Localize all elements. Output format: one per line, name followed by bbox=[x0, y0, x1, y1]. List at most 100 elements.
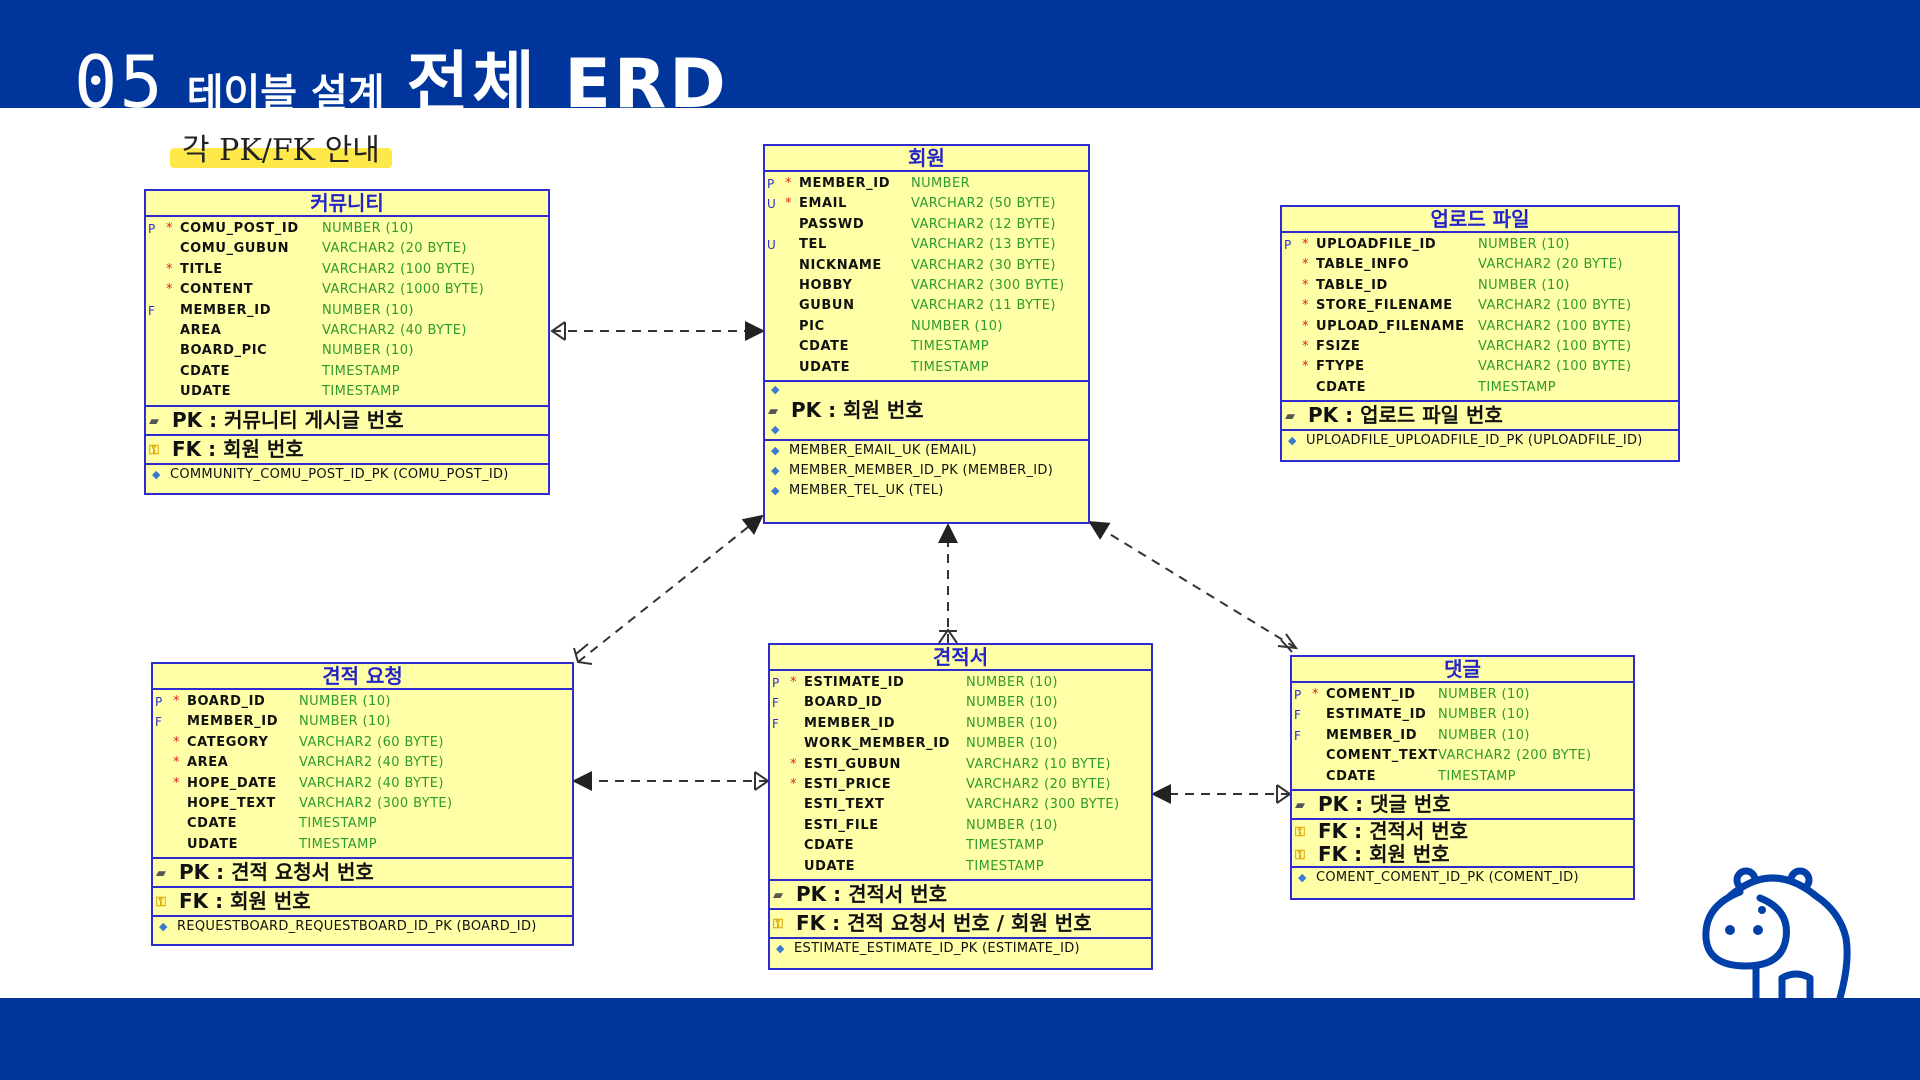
section-subtitle: 테이블 설계 bbox=[186, 71, 385, 117]
column-type: VARCHAR2 (100 BYTE) bbox=[1478, 298, 1632, 314]
column-name: CDATE bbox=[187, 816, 238, 832]
index-row: ◆UPLOADFILE_UPLOADFILE_ID_PK (UPLOADFILE… bbox=[1282, 431, 1678, 451]
column-type: NUMBER (10) bbox=[322, 221, 414, 236]
column-flag: U bbox=[767, 197, 776, 212]
column-type: VARCHAR2 (12 BYTE) bbox=[911, 216, 1056, 232]
diamond-icon: ◆ bbox=[771, 463, 780, 477]
column-type: VARCHAR2 (1000 BYTE) bbox=[322, 282, 485, 298]
crow-feet bbox=[550, 321, 1299, 804]
column-name: TEL bbox=[799, 237, 827, 253]
column-name: MEMBER_ID bbox=[180, 302, 272, 318]
pk-label: ▰PK : 업로드 파일 번호 bbox=[1282, 402, 1678, 429]
column-type: VARCHAR2 (200 BYTE) bbox=[1438, 748, 1592, 764]
column-name: AREA bbox=[180, 322, 222, 338]
column-name: MEMBER_ID bbox=[1326, 727, 1418, 743]
diamond-icon: ◆ bbox=[771, 422, 780, 436]
column-name: COMENT_TEXT bbox=[1326, 748, 1438, 764]
column-type: NUMBER (10) bbox=[966, 675, 1058, 690]
column-type: VARCHAR2 (10 BYTE) bbox=[966, 756, 1111, 772]
column-name: FSIZE bbox=[1316, 338, 1361, 354]
column-type: NUMBER (10) bbox=[322, 343, 414, 359]
foreign-key-icon: ⚿ bbox=[156, 895, 166, 911]
column-name: TABLE_ID bbox=[1316, 277, 1388, 293]
column-name: MEMBER_ID bbox=[187, 714, 279, 730]
fk-label: ⚿FK : 회원 번호 bbox=[146, 436, 548, 463]
fk-label: ⚿FK : 회원 번호 bbox=[1295, 841, 1450, 866]
pk-label: ▰PK : 커뮤니티 게시글 번호 bbox=[146, 407, 548, 434]
column-flag: P bbox=[148, 222, 156, 236]
column-flag: F bbox=[155, 715, 162, 730]
index-row: ◆ESTIMATE_ESTIMATE_ID_PK (ESTIMATE_ID) bbox=[770, 939, 1151, 959]
column-type: VARCHAR2 (40 BYTE) bbox=[299, 755, 444, 771]
column-type: TIMESTAMP bbox=[911, 359, 989, 375]
column-flag: F bbox=[1294, 728, 1301, 743]
column-name: EMAIL bbox=[799, 196, 847, 212]
column-type: VARCHAR2 (50 BYTE) bbox=[911, 196, 1056, 212]
column-name: BOARD_ID bbox=[187, 694, 266, 709]
column-name: ESTI_GUBUN bbox=[804, 756, 902, 772]
column-name: PIC bbox=[799, 318, 825, 334]
diamond-icon: ◆ bbox=[771, 483, 780, 497]
column-type: TIMESTAMP bbox=[966, 838, 1044, 854]
column-type: NUMBER bbox=[911, 176, 971, 191]
diamond-icon: ◆ bbox=[1298, 870, 1307, 884]
column-type: TIMESTAMP bbox=[1438, 768, 1516, 784]
column-name: COMU_GUBUN bbox=[180, 241, 290, 257]
column-type: VARCHAR2 (20 BYTE) bbox=[966, 776, 1111, 792]
column-name: UDATE bbox=[804, 858, 856, 874]
index-row: ◆COMENT_COMENT_ID_PK (COMENT_ID) bbox=[1292, 868, 1633, 888]
column-name: TITLE bbox=[180, 261, 223, 277]
column-name: PASSWD bbox=[799, 216, 865, 232]
column-flag: P bbox=[772, 676, 780, 690]
column-name: CDATE bbox=[804, 838, 855, 854]
column-type: VARCHAR2 (300 BYTE) bbox=[911, 277, 1065, 293]
column-type: NUMBER (10) bbox=[1438, 727, 1530, 743]
column-type: VARCHAR2 (20 BYTE) bbox=[322, 241, 467, 257]
column-type: NUMBER (10) bbox=[322, 302, 414, 318]
column-type: NUMBER (10) bbox=[1478, 277, 1570, 293]
pk-fk-note: 각 PK/FK 안내 bbox=[170, 134, 392, 168]
index-row: ◆REQUESTBOARD_REQUESTBOARD_ID_PK (BOARD_… bbox=[153, 917, 572, 937]
fk-label: ⚿FK : 회원 번호 bbox=[153, 888, 572, 915]
column-flag: P bbox=[1284, 238, 1292, 252]
required-mark: * bbox=[1302, 257, 1309, 273]
column-type: VARCHAR2 (300 BYTE) bbox=[966, 797, 1120, 813]
column-type: NUMBER (10) bbox=[966, 736, 1058, 752]
diamond-icon: ◆ bbox=[1288, 434, 1297, 448]
column-type: VARCHAR2 (40 BYTE) bbox=[322, 322, 467, 338]
column-type: NUMBER (10) bbox=[966, 695, 1058, 711]
column-type: VARCHAR2 (100 BYTE) bbox=[1478, 359, 1632, 375]
column-type: TIMESTAMP bbox=[1478, 379, 1556, 395]
required-mark: * bbox=[173, 775, 180, 791]
rel-comment-member bbox=[1088, 520, 1297, 649]
column-type: NUMBER (10) bbox=[299, 714, 391, 730]
foreign-key-icon: ⚿ bbox=[1295, 824, 1305, 840]
column-type: NUMBER (10) bbox=[966, 817, 1058, 833]
diamond-icon: ◆ bbox=[776, 941, 785, 955]
pk-label: ▰PK : 견적서 번호 bbox=[770, 881, 1151, 908]
column-name: STORE_FILENAME bbox=[1316, 298, 1453, 314]
column-name: UDATE bbox=[799, 359, 851, 375]
